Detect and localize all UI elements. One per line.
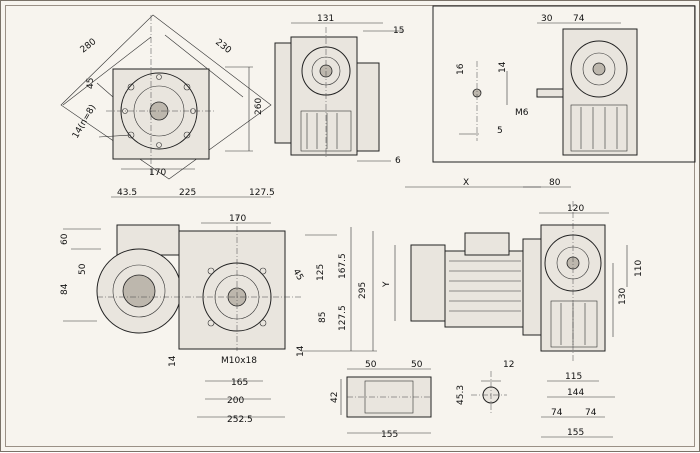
dim-144: 144 bbox=[567, 388, 584, 398]
dim-155-right: 155 bbox=[567, 428, 584, 438]
dim-14-base: 14 bbox=[168, 355, 178, 367]
dim-60: 60 bbox=[60, 233, 70, 245]
dim-165: 165 bbox=[231, 378, 248, 388]
dim-200: 200 bbox=[227, 396, 244, 406]
dim-225: 225 bbox=[179, 188, 196, 198]
gearbox-front-view bbox=[63, 196, 377, 418]
dim-50-left: 50 bbox=[78, 263, 88, 275]
dim-30: 30 bbox=[541, 14, 553, 24]
keyway-detail bbox=[471, 371, 507, 413]
flange-front-view bbox=[60, 14, 272, 180]
dim-80: 80 bbox=[549, 178, 561, 188]
dim-14-right: 14 bbox=[296, 345, 306, 357]
dim-252-5: 252.5 bbox=[227, 415, 253, 425]
dim-110: 110 bbox=[634, 260, 644, 277]
dim-45-3: 45.3 bbox=[456, 385, 466, 405]
dim-85: 85 bbox=[318, 312, 328, 323]
dim-155-shaft: 155 bbox=[381, 430, 398, 440]
hollow-shaft-section bbox=[340, 368, 432, 434]
dim-125: 125 bbox=[316, 264, 326, 281]
dim-50-shaft-left: 50 bbox=[365, 360, 377, 370]
dim-260: 260 bbox=[254, 98, 264, 115]
dim-74-inset: 74 bbox=[573, 14, 585, 24]
dim-167-5: 167.5 bbox=[338, 253, 348, 279]
dim-43-5: 43.5 bbox=[117, 188, 137, 198]
dim-16: 16 bbox=[456, 63, 466, 75]
dim-230: 230 bbox=[213, 37, 233, 56]
dim-42: 42 bbox=[330, 392, 340, 403]
gearbox-side-view-top bbox=[274, 22, 403, 162]
dim-15: 15 bbox=[393, 26, 404, 36]
dim-170-mid: 170 bbox=[229, 214, 246, 224]
dim-170-top: 170 bbox=[149, 168, 166, 178]
dim-45-angle: 45 bbox=[290, 268, 304, 283]
dim-M6: M6 bbox=[515, 108, 529, 118]
dim-280: 280 bbox=[79, 37, 99, 56]
dim-127-5-top: 127.5 bbox=[249, 188, 275, 198]
dim-74-right: 74 bbox=[585, 408, 597, 418]
dim-45: 45 bbox=[86, 78, 96, 89]
inner-border bbox=[5, 5, 695, 447]
dim-M10x18: M10x18 bbox=[221, 356, 257, 366]
inset-frame bbox=[432, 5, 696, 163]
dim-14-inset: 14 bbox=[498, 61, 508, 73]
dim-5: 5 bbox=[497, 126, 503, 136]
dim-131: 131 bbox=[317, 14, 334, 24]
dim-295: 295 bbox=[358, 282, 368, 299]
dim-74-left: 74 bbox=[551, 408, 563, 418]
dim-84: 84 bbox=[60, 283, 70, 295]
dim-120: 120 bbox=[567, 204, 584, 214]
dim-50-shaft-right: 50 bbox=[411, 360, 423, 370]
dim-130: 130 bbox=[618, 288, 628, 305]
motor-gearbox-side-view bbox=[394, 186, 628, 438]
dim-6: 6 bbox=[395, 156, 401, 166]
dim-115: 115 bbox=[565, 372, 582, 382]
dim-14-n8: 14(n=8) bbox=[71, 103, 98, 140]
dim-12: 12 bbox=[503, 360, 514, 370]
dim-127-5-side: 127.5 bbox=[338, 305, 348, 331]
inset-output-shaft-view bbox=[459, 22, 638, 156]
dim-X: X bbox=[463, 178, 469, 188]
dimension-labels: 280 230 45 260 14(n=8) 170 131 15 6 30 7… bbox=[60, 14, 644, 440]
dim-Y: Y bbox=[382, 281, 392, 288]
